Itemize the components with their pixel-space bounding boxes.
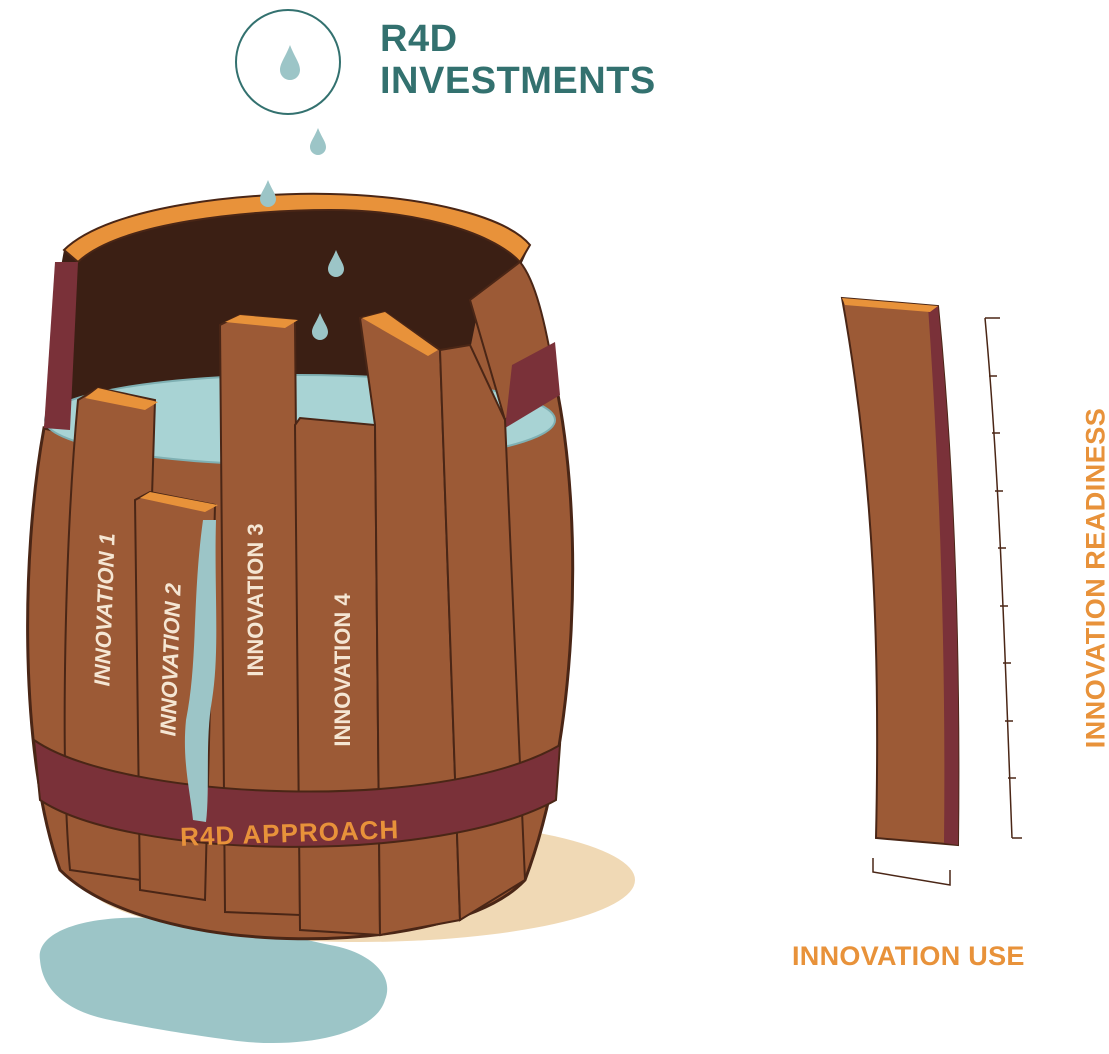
single-stave-edge	[928, 306, 959, 845]
water-drop-falling-2	[260, 180, 276, 207]
stave-label-innovation-4: INNOVATION 4	[330, 593, 355, 747]
stave-5-top	[362, 312, 438, 356]
readiness-axis	[984, 317, 1013, 839]
back-stave-left	[44, 262, 78, 430]
stave-label-innovation-3: INNOVATION 3	[243, 523, 268, 676]
stave-innovation-1-shape	[63, 386, 157, 882]
innovation-use-label: INNOVATION USE	[792, 941, 1025, 971]
stave-tip-red	[505, 342, 560, 428]
readiness-axis-ticks	[985, 317, 1022, 839]
stave-innovation-3-top	[225, 315, 298, 328]
page-title: R4D INVESTMENTS	[380, 18, 656, 102]
single-stave-top	[842, 298, 938, 312]
water-drop-falling-3	[328, 250, 344, 277]
water-drop-falling-1	[310, 128, 326, 155]
innovation-readiness-label: INNOVATION READINESS	[1080, 407, 1109, 749]
stave-innovation-1-top	[85, 388, 158, 410]
water-stream	[184, 520, 217, 822]
stave-innovation-2-top	[140, 492, 218, 512]
title-line-1: R4D	[380, 18, 458, 60]
title-line-2: INVESTMENTS	[380, 60, 656, 102]
r4d-approach-band	[32, 737, 562, 848]
water-puddle	[39, 890, 388, 1044]
stave-label-innovation-1: INNOVATION 1	[89, 533, 119, 687]
use-bracket	[872, 858, 951, 886]
water-drop-icon	[280, 45, 300, 80]
stave-label-innovation-2: INNOVATION 2	[155, 582, 185, 737]
water-drop-falling-4	[312, 313, 328, 340]
investment-circle	[235, 9, 341, 115]
